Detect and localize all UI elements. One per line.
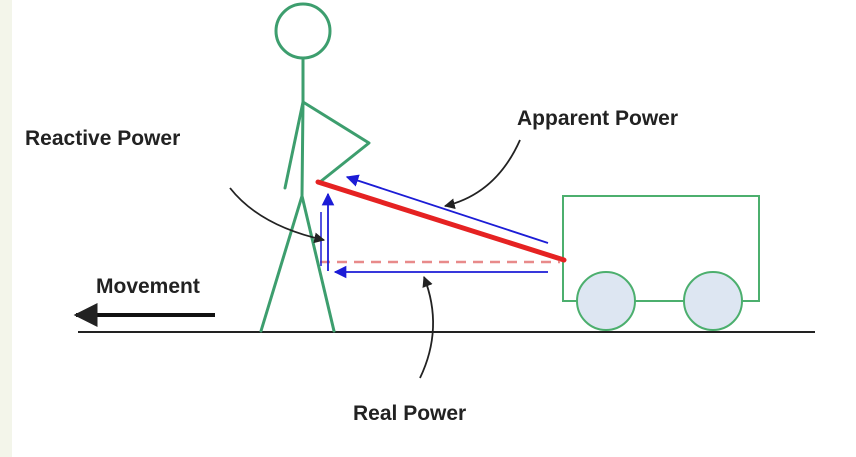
apparent-power-label: Apparent Power [517,107,678,130]
reactive-power-label: Reactive Power [25,127,180,150]
figure-left-leg [261,196,302,331]
cart [563,196,759,330]
figure-right-leg [302,196,334,331]
apparent-power-vector-arrow [347,177,548,243]
real-power-label: Real Power [353,402,466,425]
movement-label: Movement [96,275,200,298]
real-power-leader-arrow [420,277,433,378]
apparent-power-leader-arrow [445,140,520,206]
figure-front-arm [303,102,369,182]
cart-front-wheel [577,272,635,330]
apparent-power-rope [318,182,564,260]
figure-torso [302,102,303,196]
stick-figure [261,4,369,331]
figure-head [276,4,330,58]
cart-rear-wheel [684,272,742,330]
figure-back-arm [285,102,303,188]
